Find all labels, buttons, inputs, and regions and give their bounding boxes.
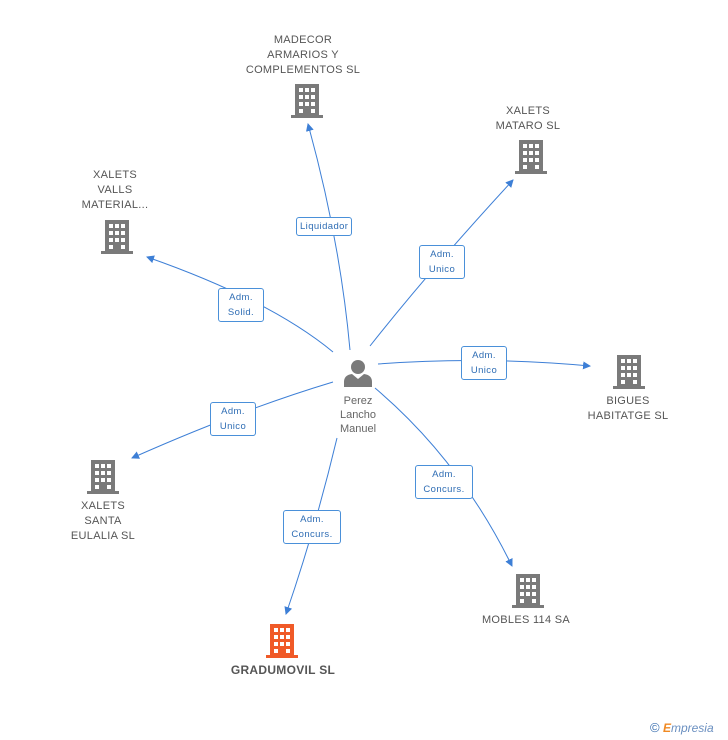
building-icon-gradumovil[interactable] <box>266 624 298 658</box>
building-icon-xalets-valls[interactable] <box>101 220 133 254</box>
company-label-xalets-mataro[interactable]: XALETS MATARO SL <box>478 104 578 134</box>
building-icon-xalets-santa[interactable] <box>87 460 119 494</box>
role-label-adm-unico-bigues[interactable]: Adm. Unico <box>461 346 507 380</box>
company-line: ARMARIOS Y <box>267 49 339 61</box>
role-label-liquidador[interactable]: Liquidador <box>296 217 353 236</box>
company-line: COMPLEMENTOS SL <box>245 64 361 76</box>
role-line: Adm. <box>221 406 245 417</box>
company-label-gradumovil[interactable]: GRADUMOVIL SL <box>218 663 348 678</box>
company-label-xalets-valls[interactable]: XALETS VALLS MATERIAL... <box>65 168 165 213</box>
company-label-xalets-santa[interactable]: XALETS SANTA EULALIA SL <box>53 499 153 544</box>
person-name-line-2: Lancho <box>339 409 377 421</box>
building-icon-madecor[interactable] <box>291 84 323 118</box>
company-line: XALETS <box>81 500 125 512</box>
edge-madecor <box>306 123 351 351</box>
role-label-adm-unico-mataro[interactable]: Adm. Unico <box>419 245 465 279</box>
role-line: Unico <box>470 365 498 376</box>
role-label-adm-solid[interactable]: Adm. Solid. <box>218 288 264 322</box>
building-icon-bigues[interactable] <box>613 355 645 389</box>
role-line: Adm. <box>430 249 454 260</box>
building-icon-mobles[interactable] <box>512 574 544 608</box>
company-label-bigues[interactable]: BIGUES HABITATGE SL <box>578 394 678 424</box>
person-icon[interactable] <box>343 358 373 388</box>
company-line: BIGUES <box>606 395 650 407</box>
brand-logo-letter: E <box>662 721 671 735</box>
role-label-adm-unico-santa[interactable]: Adm. Unico <box>210 402 256 436</box>
copyright-symbol: © <box>650 720 660 735</box>
company-line: MOBLES 114 SA <box>481 614 571 626</box>
role-label-adm-concurs-gradumovil[interactable]: Adm. Concurs. <box>283 510 341 544</box>
building-icon-xalets-mataro[interactable] <box>515 140 547 174</box>
role-line: Adm. <box>300 514 324 525</box>
role-label-adm-concurs-mobles[interactable]: Adm. Concurs. <box>415 465 473 499</box>
company-line: GRADUMOVIL SL <box>230 663 336 677</box>
role-line: Concurs. <box>423 484 465 495</box>
role-line: Unico <box>219 421 247 432</box>
role-line: Adm. <box>472 350 496 361</box>
company-line: MADECOR <box>273 34 333 46</box>
role-line: Solid. <box>227 307 255 318</box>
person-name[interactable]: Perez Lancho Manuel <box>320 394 396 436</box>
person-name-line-3: Manuel <box>339 423 377 435</box>
role-line: Concurs. <box>291 529 333 540</box>
company-line: MATARO SL <box>495 120 561 132</box>
company-line: VALLS <box>97 184 133 196</box>
empresia-watermark: © Empresia <box>650 720 714 735</box>
company-line: EULALIA SL <box>70 530 136 542</box>
person-name-line-1: Perez <box>343 395 373 407</box>
brand-logo-text: mpresia <box>670 721 714 735</box>
company-line: MATERIAL... <box>81 199 149 211</box>
company-line: XALETS <box>93 169 137 181</box>
company-label-madecor[interactable]: MADECOR ARMARIOS Y COMPLEMENTOS SL <box>238 33 368 78</box>
company-line: SANTA <box>84 515 122 527</box>
company-label-mobles[interactable]: MOBLES 114 SA <box>470 613 582 628</box>
role-line: Adm. <box>432 469 456 480</box>
company-line: XALETS <box>506 105 550 117</box>
role-line: Adm. <box>229 292 253 303</box>
role-line: Liquidador <box>300 221 349 232</box>
role-line: Unico <box>428 264 456 275</box>
company-line: HABITATGE SL <box>587 410 669 422</box>
